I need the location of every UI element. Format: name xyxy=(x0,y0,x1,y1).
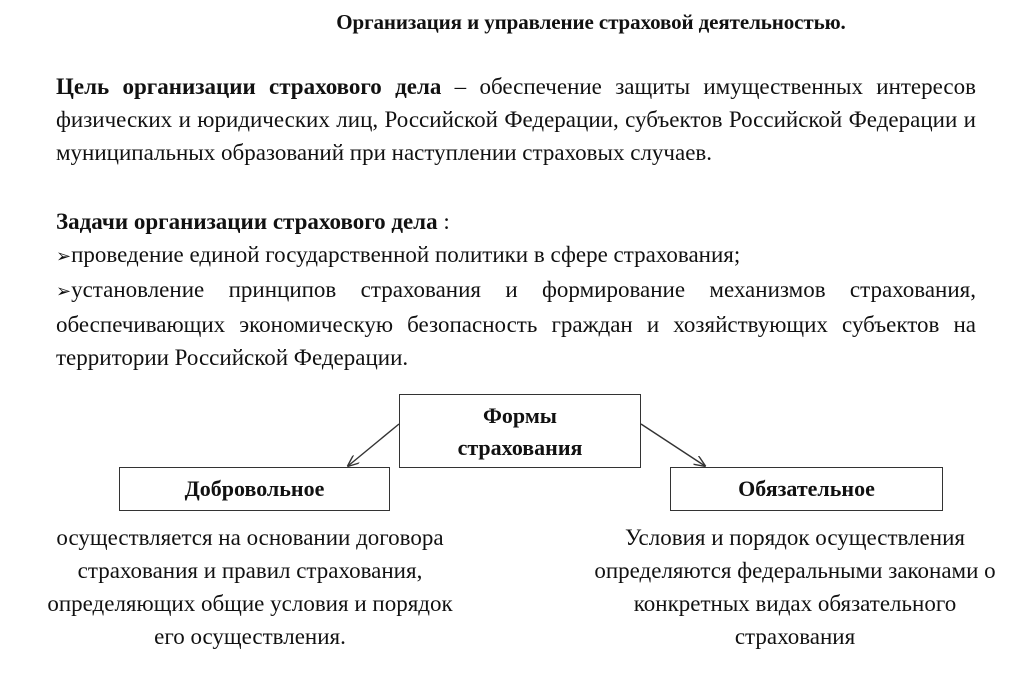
goal-label: Цель организации страхового дела xyxy=(56,74,442,99)
voluntary-description: осуществляется на основании договора стр… xyxy=(47,525,453,649)
task-item-text: установление принципов страхования и фор… xyxy=(56,277,976,370)
arrow-bullet-icon: ➢ xyxy=(56,281,72,302)
tasks-label-suffix: : xyxy=(437,209,450,234)
tasks-heading: Задачи организации страхового дела : xyxy=(56,205,976,238)
goal-text: – обеспечение защиты имущественных интер… xyxy=(56,74,976,165)
mandatory-description: Условия и порядок осуществления определя… xyxy=(594,525,996,649)
tasks-label: Задачи организации страхового дела xyxy=(56,209,438,234)
insurance-forms-box: Формы страхования xyxy=(399,394,641,468)
arrow-bullet-icon: ➢ xyxy=(56,246,72,267)
goal-paragraph: Цель организации страхового дела – обесп… xyxy=(56,70,976,169)
forms-box-line-2: страхования xyxy=(457,435,583,460)
arrow-to-voluntary xyxy=(348,423,400,466)
voluntary-box: Добровольное xyxy=(119,467,390,511)
task-item: ➢проведение единой государственной полит… xyxy=(56,238,976,273)
forms-box-line-1: Формы xyxy=(483,403,557,428)
arrow-to-mandatory xyxy=(640,423,705,466)
page-title: Организация и управление страховой деяте… xyxy=(336,10,846,34)
task-item: ➢установление принципов страхования и фо… xyxy=(56,273,976,374)
task-item-text: проведение единой государственной полити… xyxy=(71,242,741,267)
tasks-paragraph: Задачи организации страхового дела : ➢пр… xyxy=(56,205,976,374)
mandatory-box: Обязательное xyxy=(670,467,943,511)
